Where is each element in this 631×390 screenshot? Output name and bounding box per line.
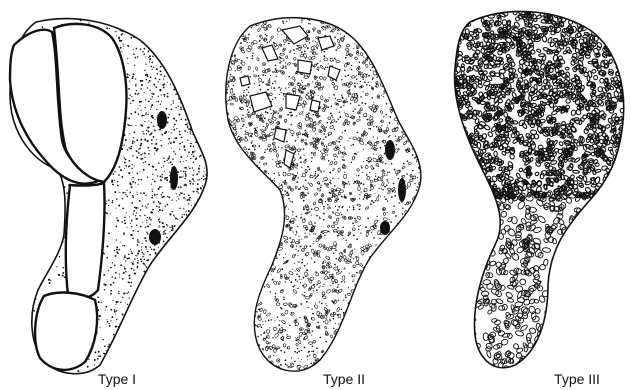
- panel-type-1: [10, 13, 213, 380]
- dark-spots-1: [149, 111, 178, 245]
- large-lacuna-1d: [35, 293, 97, 370]
- stipple-texture-2: [220, 10, 428, 382]
- dark-spots-2: [380, 140, 406, 235]
- caption-type-1: Type I: [98, 370, 136, 388]
- lacunae-group-1: [10, 24, 126, 370]
- caption-type-2: Type II: [323, 370, 365, 388]
- panel-type-3: [447, 3, 631, 379]
- panel-type-2: [220, 10, 428, 382]
- large-lacuna-1c: [66, 183, 105, 298]
- caption-type-3: Type III: [554, 370, 600, 388]
